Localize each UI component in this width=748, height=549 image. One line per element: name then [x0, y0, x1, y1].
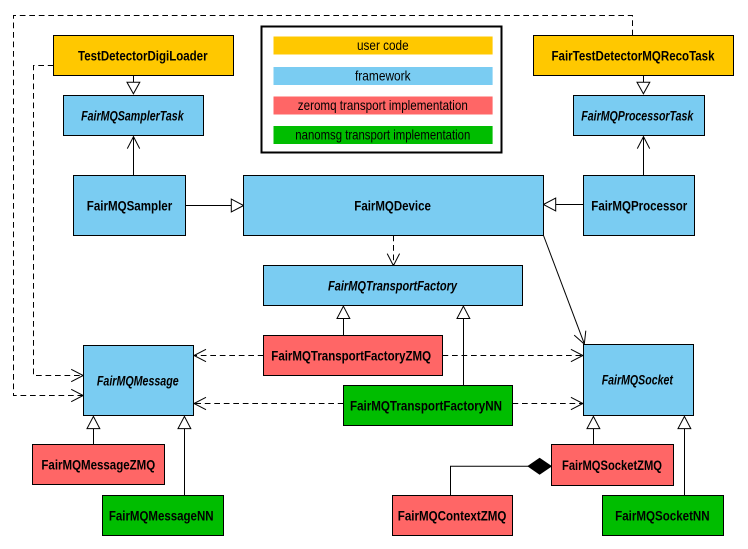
svg-text:FairMQSampler: FairMQSampler [87, 198, 173, 213]
svg-text:zeromq transport implementatio: zeromq transport implementation [298, 97, 468, 113]
svg-text:user code: user code [357, 37, 409, 53]
svg-text:FairMQContextZMQ: FairMQContextZMQ [398, 508, 507, 523]
svg-text:FairTestDetectorMQRecoTask: FairTestDetectorMQRecoTask [552, 48, 715, 63]
svg-text:FairMQMessageNN: FairMQMessageNN [109, 508, 214, 523]
svg-text:FairMQTransportFactoryNN: FairMQTransportFactoryNN [350, 398, 502, 413]
svg-text:FairMQTransportFactoryZMQ: FairMQTransportFactoryZMQ [271, 348, 431, 363]
svg-text:FairMQProcessor: FairMQProcessor [591, 198, 688, 213]
svg-text:framework: framework [355, 68, 411, 84]
svg-text:FairMQMessageZMQ: FairMQMessageZMQ [41, 457, 155, 472]
svg-text:FairMQTransportFactory: FairMQTransportFactory [328, 278, 457, 293]
svg-text:FairMQSamplerTask: FairMQSamplerTask [81, 108, 184, 123]
svg-text:FairMQMessage: FairMQMessage [97, 373, 179, 388]
svg-text:nanomsg transport implementati: nanomsg transport implementation [295, 127, 470, 143]
svg-text:TestDetectorDigiLoader: TestDetectorDigiLoader [78, 48, 208, 63]
svg-text:FairMQSocketZMQ: FairMQSocketZMQ [562, 458, 662, 473]
svg-text:FairMQDevice: FairMQDevice [354, 198, 431, 213]
svg-text:FairMQProcessorTask: FairMQProcessorTask [581, 108, 693, 123]
svg-text:FairMQSocketNN: FairMQSocketNN [615, 508, 710, 523]
svg-text:FairMQSocket: FairMQSocket [602, 373, 674, 388]
